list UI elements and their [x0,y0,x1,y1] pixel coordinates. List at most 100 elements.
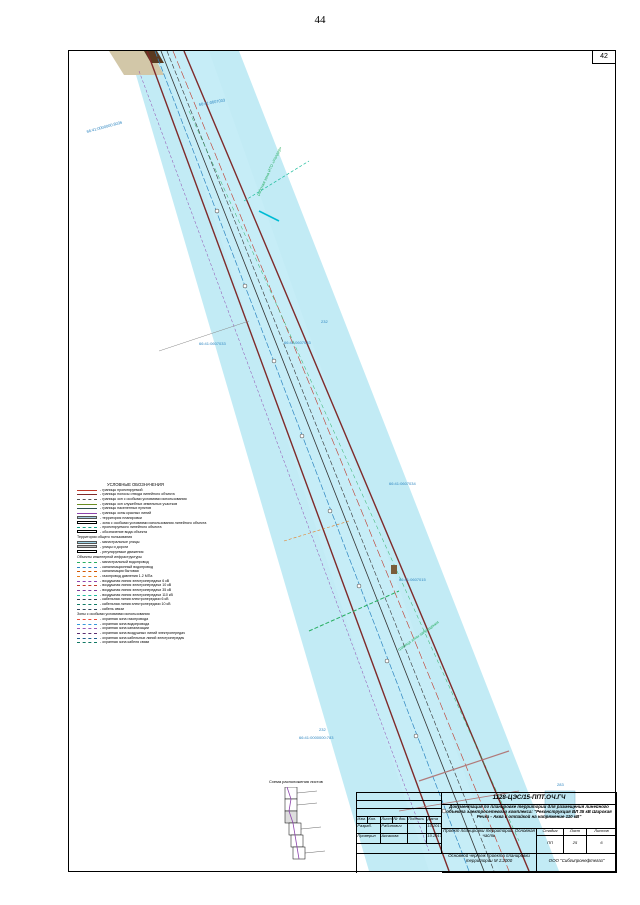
legend-swatch [77,637,97,639]
signature-cell [408,834,427,844]
legend-text: - кабель связи [100,606,124,611]
legend-swatch [77,566,97,568]
legend-swatch [77,618,97,620]
header-cell: Кол. уч. [368,817,381,824]
legend-text: - границы полосы отвода линейного объект… [100,492,175,497]
date-cell: 10.2017 [427,834,442,844]
legend-swatch [77,499,97,501]
legend-swatch [77,540,97,544]
date-cell: 10.2017 [427,824,442,834]
legend-item: - кабель связи [77,607,312,611]
legend-item: - воздушная линия электропередачи 6 кВ [77,579,312,583]
legend-swatch [77,642,97,644]
rev-row [357,801,442,809]
legend-text: - охранная зона канализации [100,626,149,631]
road-zone [159,51,499,871]
legend-swatch [77,594,97,596]
legend-item: - территория планировки [77,516,312,520]
drawing-sheet: 42 66:4 [68,50,617,873]
parcel-label: 66:41:0000000:8036 [86,119,123,134]
legend-section: Территории общего пользования [77,535,133,540]
legend-item: - воздушная линия электропередачи 10 кВ [77,583,312,587]
legend-text: - канализационный водопровод [100,564,153,569]
legend-item: - воздушная линия электропередачи 110 кВ [77,593,312,597]
legend-text: - границы проектируемой [100,487,143,492]
legend-item: - улицы и дороги [77,545,312,549]
legend-text: - охранная зона газопровода [100,616,149,621]
legend-item: - охранная зона кабельных линий электроп… [77,636,312,640]
legend-swatch [77,623,97,625]
legend-item: - обозначение вида объекта [77,530,312,534]
legend-list: - магистральный водопровод- канализацион… [77,560,312,611]
document-description: Документация по планировке территории дл… [442,805,617,829]
parcel-label: 66:41:0607033 [284,340,311,345]
legend-item: - кабельная линия электропередачи 10 кВ [77,602,312,606]
legend-swatch [77,530,97,534]
legend-item: - охранная зона канализации [77,626,312,630]
building-block [391,565,397,574]
legend-swatch [77,599,97,601]
legend-swatch [77,494,97,496]
legend-item: - охранная зона воздушных линий электроп… [77,631,312,635]
legend-swatch [77,585,97,587]
purple-line [138,70,430,852]
legend-item: - регулируемые движения [77,550,312,554]
role-cell: Проверил [357,834,381,844]
legend-item: - канализация бытовая [77,569,312,573]
legend-text: - регулируемые движения [100,549,144,554]
section-name: Проект планировки территории. Основная ч… [442,829,537,854]
rev-row [357,809,442,817]
legend-section: Зоны с особыми условиями использования [77,612,150,617]
legend-text: - воздушная линия электропередачи 10 кВ [100,583,172,588]
legend-text: - охранная зона кабельных линий электроп… [100,635,185,640]
crossing-cyan-2 [243,160,310,202]
legend-text: - охранная зона водопровода [100,621,150,626]
legend-swatch [77,508,97,510]
legend-text: - канализация бытовая [100,569,139,574]
legend-item: - воздушная линия электропередачи 35 кВ [77,588,312,592]
schema-title: Схема расположения листов [269,779,323,784]
legend-text: - кабельная линия электропередачи 10 кВ [100,602,171,606]
title-block: 1128-ЦЭС/15-ППТ.ОЧ.ГЧ Документация по пл… [356,792,617,873]
legend-text: - магистральный водопровод [100,559,149,564]
legend-text: - границы зоны красных линий [100,511,152,516]
legend-swatch [77,513,97,515]
sheets-value: 6 [587,836,617,854]
planning-map: 66:41:0000000:8036 66:41:0607033 66:41:0… [86,51,576,871]
blank-row [357,844,442,854]
legend-text: - газопровод давления 1.2 МПа [100,573,153,578]
green-line [188,110,520,842]
legend-swatch [77,561,97,563]
legend-swatch [77,628,97,630]
legend-item: - границы проектируемой [77,488,312,492]
crossing-road [418,750,510,782]
map-annotation: 283 [557,782,564,787]
structure-top [144,51,164,63]
legend-text: - кабельная линия электропередачи 6 кВ [100,597,169,602]
parcel-label: 66:41:0607034 [389,481,416,486]
legend-item: - охранная зона кабеля связи [77,640,312,644]
legend-text: - охранная зона кабеля связи [100,640,150,645]
legend-item: - проектируемого линейного объекта [77,525,312,529]
header-cell: Лист [381,817,393,824]
legend-swatch [77,575,97,577]
legend-item: - магистральный водопровод [77,560,312,564]
signature-cell [408,824,427,834]
legend-item: - магистральные улицы [77,540,312,544]
red-line [172,51,510,871]
legend-text: - территория планировки [100,515,142,520]
legend-text: - проектируемого линейного объекта [100,525,162,530]
legend-item: - охранная зона водопровода [77,622,312,626]
legend-item: - газопровод давления 1.2 МПа [77,574,312,578]
legend-text: - воздушная линия электропередачи 35 кВ [100,587,172,592]
name-cell: Рабинович [381,824,408,834]
header-cell: Изм. [357,817,368,824]
legend-text: - границы зон служебных земельных участк… [100,501,178,506]
allotment-boundary-left [146,51,450,871]
legend-item: - канализационный водопровод [77,565,312,569]
allotment-boundary-right [183,51,530,871]
design-line-2 [166,51,495,871]
sheet-value: 25 [564,836,587,854]
crossing-road-2 [398,790,520,812]
legend-item: - границы зон служебных земельных участк… [77,502,312,506]
